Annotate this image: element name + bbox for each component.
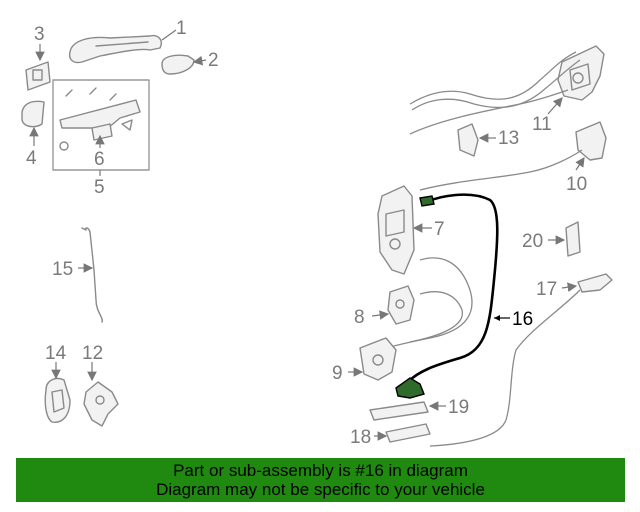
part-8-actuator[interactable]: [387, 285, 415, 325]
callout-10: 10: [566, 174, 587, 195]
callout-5: 5: [94, 177, 105, 198]
callout-18: 18: [350, 427, 371, 448]
callout-4: 4: [26, 148, 37, 169]
part-13-bracket[interactable]: [457, 123, 479, 157]
leader-1: [161, 29, 177, 41]
part-4-pad[interactable]: [21, 100, 45, 128]
banner-line-2: Diagram may not be specific to your vehi…: [156, 480, 485, 499]
callout-14: 14: [45, 343, 67, 364]
leader-2: [192, 55, 207, 66]
part-1-outside-handle[interactable]: [68, 34, 162, 64]
part-15-rod[interactable]: [81, 227, 104, 323]
callout-13: 13: [498, 128, 519, 149]
callout-9: 9: [332, 363, 343, 384]
part-19-strip[interactable]: [369, 401, 429, 421]
callout-11: 11: [532, 114, 552, 135]
callout-8: 8: [354, 307, 365, 328]
part-3-bracket[interactable]: [25, 61, 51, 91]
callout-7: 7: [434, 219, 445, 240]
callout-12: 12: [82, 343, 103, 364]
callout-17: 17: [536, 279, 557, 300]
callout-6: 6: [94, 149, 105, 170]
leader-11: [547, 97, 563, 115]
leader-16-arrow: [494, 315, 500, 321]
parts-diagram: 1 2 3 4 5 6 15 14: [21, 18, 613, 448]
callout-20: 20: [522, 231, 543, 252]
leader-8: [371, 310, 390, 320]
leader-17: [561, 282, 578, 292]
part-5-frame-kit[interactable]: [52, 79, 150, 171]
part-10-latch[interactable]: [575, 121, 607, 161]
callout-2: 2: [208, 50, 219, 71]
callout-3: 3: [34, 24, 45, 45]
part-18-strip[interactable]: [385, 423, 431, 443]
callout-19: 19: [448, 397, 469, 418]
part-11-latch[interactable]: [557, 45, 605, 101]
callout-15: 15: [52, 259, 73, 280]
part-9-latch[interactable]: [359, 337, 397, 381]
part-17-handle[interactable]: [577, 273, 613, 293]
banner-line-1: Part or sub-assembly is #16 in diagram: [173, 461, 468, 480]
callout-16: 16: [512, 309, 533, 330]
leader-10: [575, 157, 585, 171]
part-12-bracket[interactable]: [83, 381, 119, 427]
part-7-lock-actuator[interactable]: [377, 185, 415, 275]
part-14-cover[interactable]: [44, 377, 71, 423]
part-2-cover[interactable]: [161, 54, 195, 75]
part-16-cable[interactable]: [395, 193, 499, 399]
part-20-bracket[interactable]: [565, 221, 581, 257]
callout-1: 1: [176, 18, 187, 39]
info-banner: Part or sub-assembly is #16 in diagram D…: [16, 458, 625, 502]
